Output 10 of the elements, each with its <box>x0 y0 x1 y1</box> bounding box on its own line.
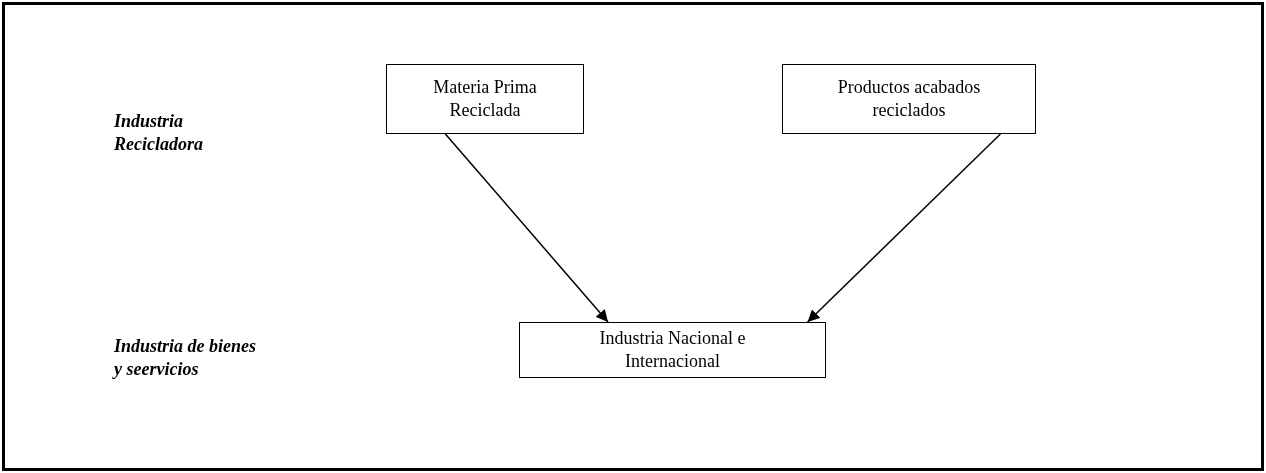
process-box <box>386 64 584 134</box>
row-label: Industria de bienes y seervicios <box>114 335 258 382</box>
box-label: Productos acabados reciclados <box>836 75 982 122</box>
box-label: Industria Nacional e Internacional <box>598 326 747 373</box>
arrow <box>444 133 609 323</box>
row-label: Industria Recicladora <box>114 110 204 157</box>
arrow <box>806 133 1002 323</box>
box-label: Materia Prima Reciclada <box>432 75 538 122</box>
process-box <box>782 64 1036 134</box>
process-box <box>519 322 826 378</box>
